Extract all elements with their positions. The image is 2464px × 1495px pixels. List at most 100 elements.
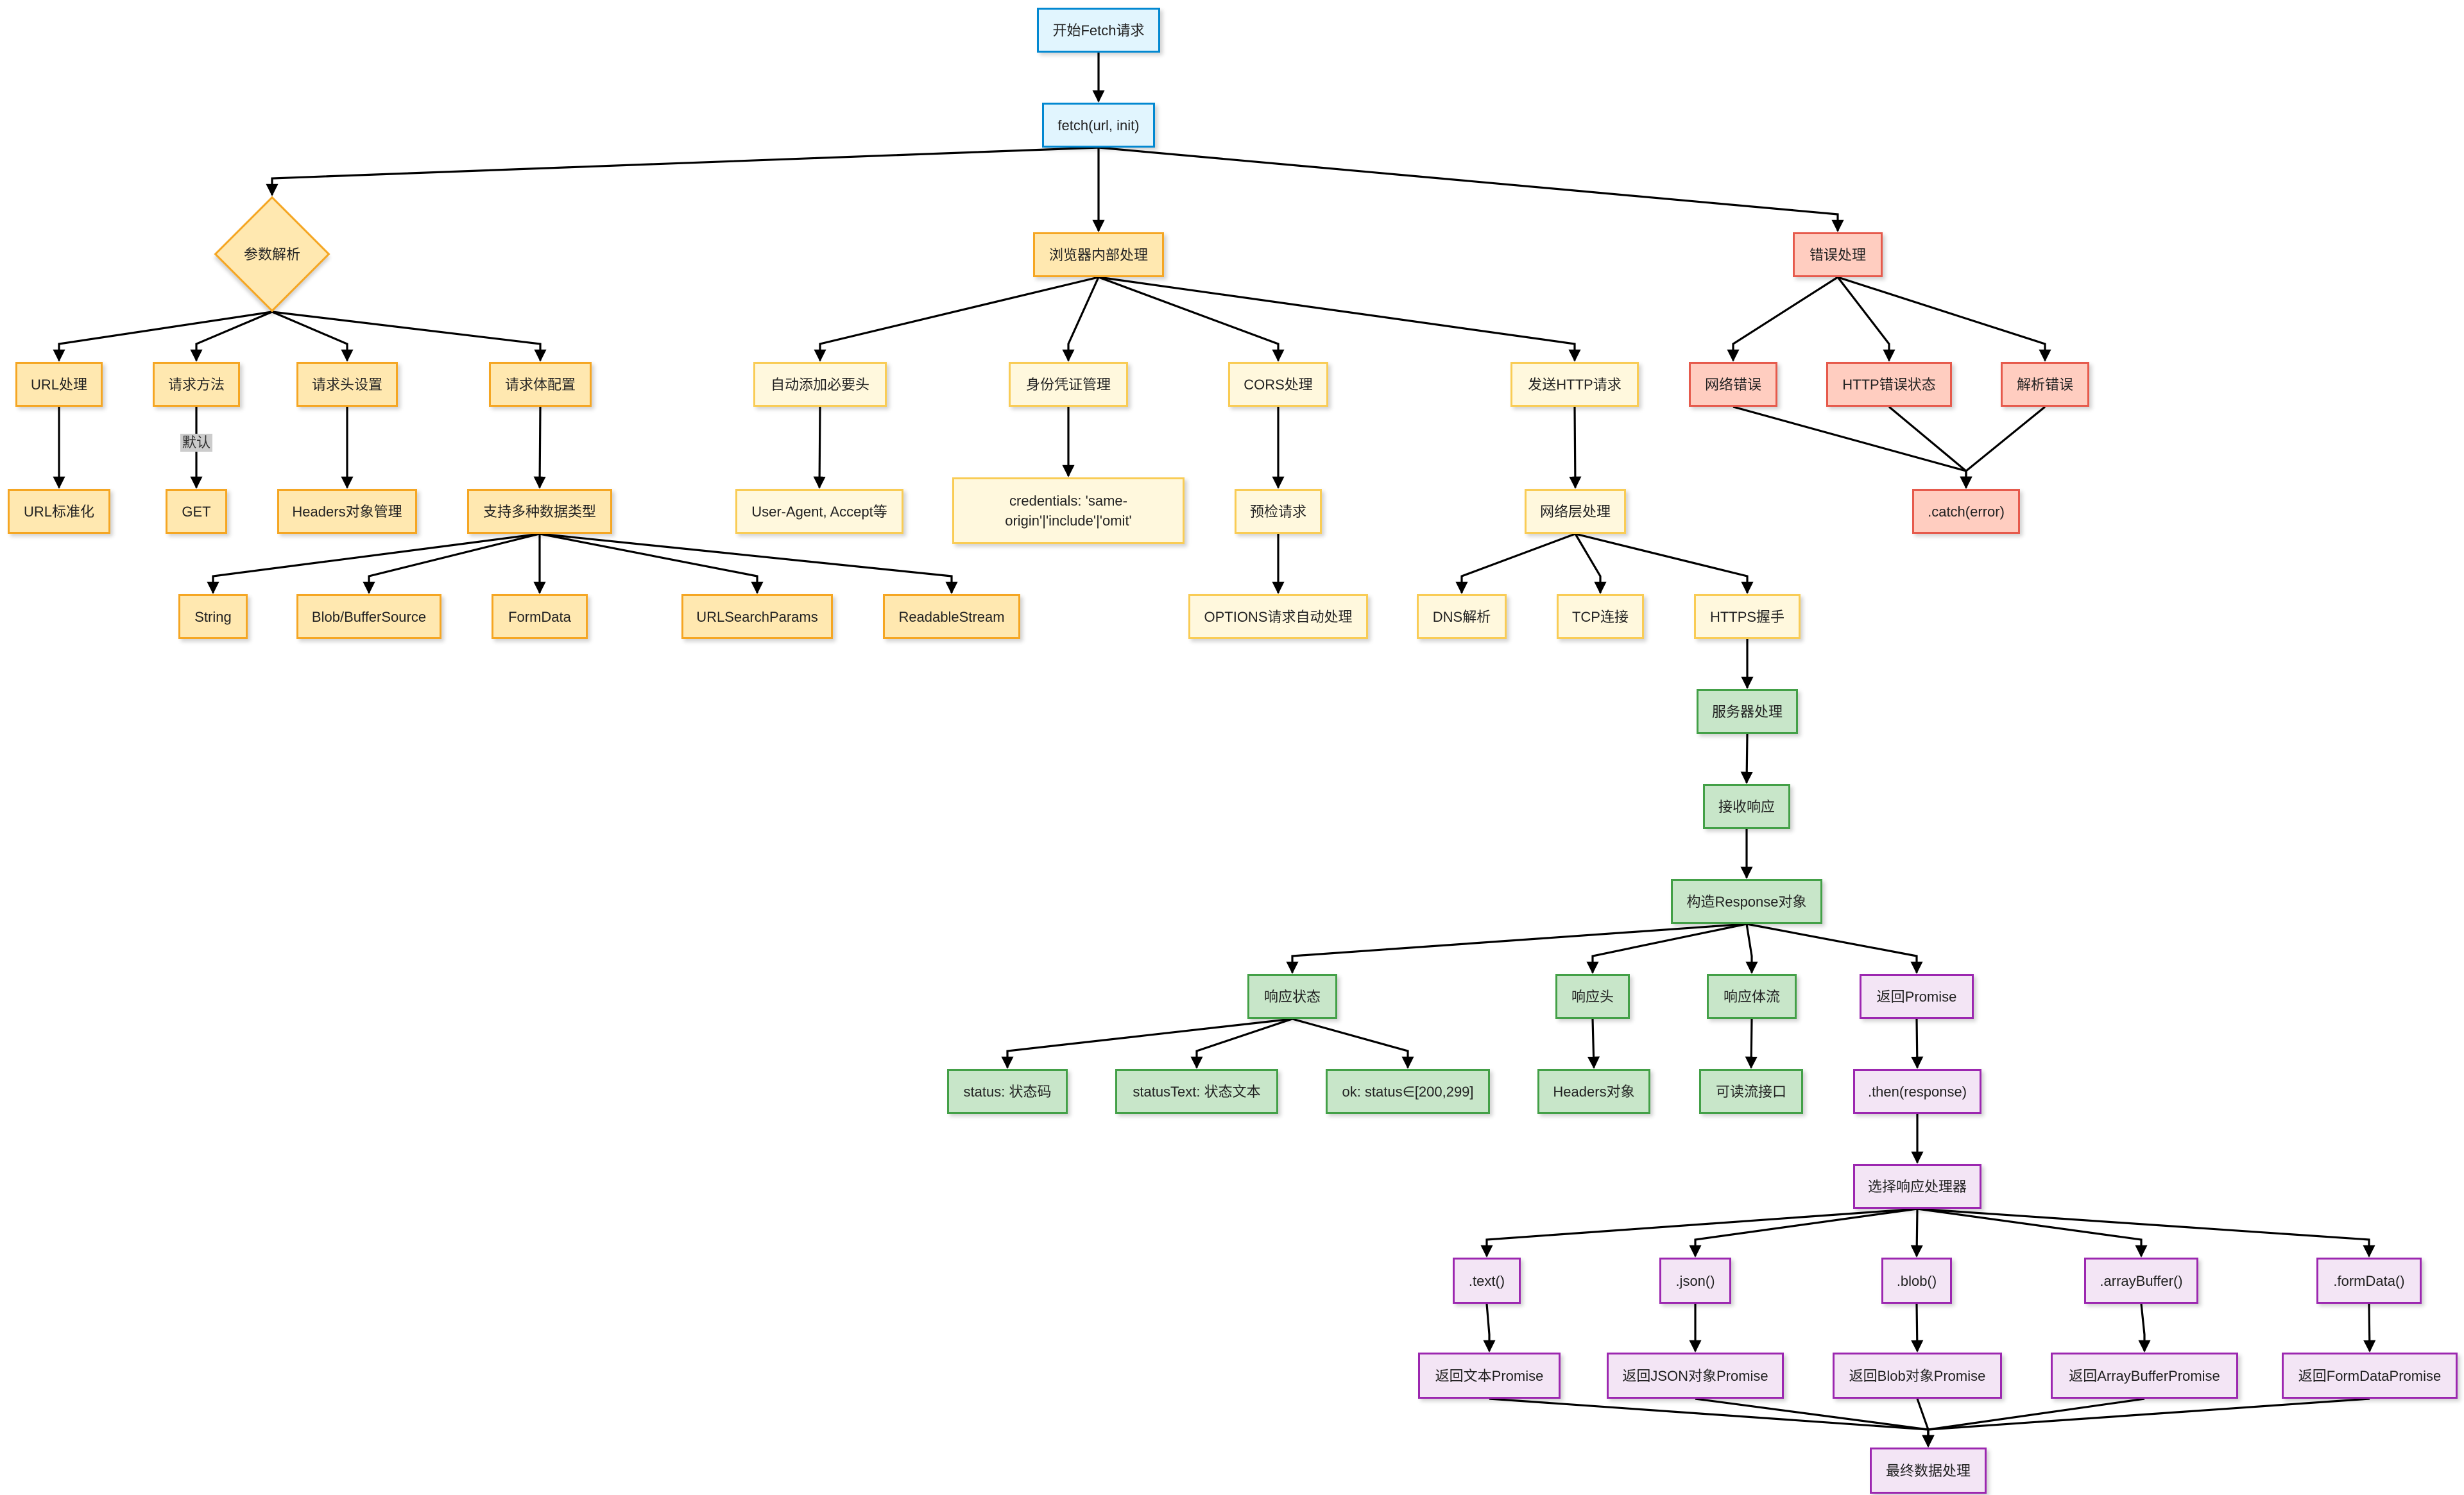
edge-construct_response-to-resp_body	[1745, 923, 1758, 974]
edge-browser_internal-to-credentials_mgmt	[1062, 277, 1100, 362]
node-receive: 接收响应	[1703, 784, 1790, 829]
node-param-parse: 参数解析	[214, 196, 330, 312]
node-ret-arraybuffer: 返回ArrayBufferPromise	[2051, 1353, 2238, 1399]
node-then: .then(response)	[1853, 1069, 1981, 1114]
node-credentials-mgmt: 身份凭证管理	[1009, 362, 1128, 407]
node-construct-response: 构造Response对象	[1671, 879, 1822, 924]
edge-arraybuffer-to-ret_arraybuffer	[2138, 1303, 2151, 1353]
edge-error_handle-to-parse_error	[1837, 276, 2051, 362]
edge-resp_headers-to-headers_object	[1587, 1018, 1600, 1069]
edge-construct_response-to-return_promise	[1746, 923, 1923, 974]
node-options-auto: OPTIONS请求自动处理	[1188, 594, 1368, 639]
node-data-types: 支持多种数据类型	[467, 489, 612, 534]
node-choose-handler: 选择响应处理器	[1853, 1164, 1981, 1209]
edge-data_types-to-urlsearchparams	[539, 533, 764, 594]
node-error-handle: 错误处理	[1793, 232, 1883, 277]
edge-param_parse-to-body_config	[271, 311, 547, 362]
node-formdata-method: .formData()	[2316, 1258, 2422, 1304]
edge-construct_response-to-resp_headers	[1586, 923, 1747, 974]
node-status-text: statusText: 状态文本	[1115, 1069, 1278, 1114]
node-formdata: FormData	[492, 594, 588, 639]
node-credentials-opts: credentials: 'same-origin'|'include'|'om…	[952, 477, 1185, 544]
edge-network_layer-to-tcp	[1574, 533, 1607, 594]
node-ret-blob: 返回Blob对象Promise	[1833, 1353, 2002, 1399]
edge-browser_internal-to-auto_headers	[814, 276, 1099, 362]
node-url-normalize: URL标准化	[8, 489, 110, 534]
node-http-error: HTTP错误状态	[1826, 362, 1952, 407]
edge-param_parse-to-method	[190, 311, 273, 362]
edge-http_error-to-catch	[1888, 406, 1972, 489]
edge-resp_status-to-ok	[1292, 1018, 1414, 1069]
node-text: .text()	[1453, 1258, 1521, 1304]
node-ok: ok: status∈[200,299]	[1326, 1069, 1490, 1114]
node-string: String	[178, 594, 248, 639]
node-readablestream: ReadableStream	[883, 594, 1020, 639]
edge-data_types-to-string	[207, 533, 540, 594]
edge-fetch-to-error_handle	[1098, 146, 1844, 232]
edge-text-to-ret_text	[1483, 1303, 1496, 1353]
node-json: .json()	[1659, 1258, 1731, 1304]
edge-network_layer-to-https	[1575, 533, 1754, 594]
node-preflight: 预检请求	[1235, 489, 1322, 534]
edge-choose_handler-to-formdata_m	[1917, 1208, 2375, 1258]
edge-resp_status-to-status_text	[1190, 1018, 1293, 1069]
node-final: 最终数据处理	[1870, 1448, 1987, 1494]
edge-data_types-to-readablestream	[539, 533, 958, 594]
node-get: GET	[166, 489, 227, 534]
node-catch: .catch(error)	[1912, 489, 2020, 534]
node-resp-headers: 响应头	[1555, 974, 1630, 1019]
edge-error_handle-to-network_error	[1727, 276, 1838, 362]
edge-parse_error-to-catch	[1960, 406, 2046, 489]
node-user-agent: User-Agent, Accept等	[735, 489, 903, 534]
node-fetch: fetch(url, init)	[1042, 103, 1155, 148]
node-start: 开始Fetch请求	[1037, 8, 1160, 53]
node-url-handle: URL处理	[15, 362, 103, 407]
edge-resp_body-to-readable_iface	[1745, 1018, 1758, 1069]
edge-network_layer-to-dns	[1455, 533, 1576, 594]
edge-ret_text-to-final	[1489, 1397, 1935, 1448]
edge-resp_status-to-status_code	[1001, 1018, 1293, 1069]
node-return-promise: 返回Promise	[1860, 974, 1974, 1019]
edge-formdata_m-to-ret_formdata	[2363, 1303, 2376, 1353]
node-dns: DNS解析	[1417, 594, 1507, 639]
node-browser-internal: 浏览器内部处理	[1033, 232, 1164, 277]
edge-data_types-to-blob_buffer	[363, 533, 540, 594]
edge-param_parse-to-url_handle	[53, 311, 273, 362]
node-blob: .blob()	[1881, 1258, 1952, 1304]
node-ret-json: 返回JSON对象Promise	[1607, 1353, 1784, 1399]
node-resp-body: 响应体流	[1707, 974, 1797, 1019]
node-parse-error: 解析错误	[2001, 362, 2089, 407]
node-send-http: 发送HTTP请求	[1510, 362, 1639, 407]
edge-fetch-to-param_parse	[266, 146, 1099, 196]
edge-ret_formdata-to-final	[1922, 1397, 2370, 1448]
edge-choose_handler-to-json	[1689, 1208, 1918, 1258]
node-ret-text: 返回文本Promise	[1418, 1353, 1561, 1399]
edge-label-default: 默认	[180, 434, 213, 452]
node-method: 请求方法	[153, 362, 240, 407]
edge-browser_internal-to-cors	[1098, 276, 1285, 362]
edge-ret_blob-to-final	[1916, 1398, 1935, 1448]
node-cors: CORS处理	[1228, 362, 1328, 407]
node-resp-status: 响应状态	[1247, 974, 1337, 1019]
edge-choose_handler-to-text	[1480, 1208, 1918, 1258]
node-urlsearchparams: URLSearchParams	[681, 594, 833, 639]
edge-network_error-to-catch	[1733, 406, 1972, 489]
edge-auto_headers-to-user_agent	[813, 406, 826, 489]
node-arraybuffer: .arrayBuffer()	[2084, 1258, 2198, 1304]
edge-construct_response-to-resp_status	[1286, 923, 1747, 974]
edge-browser_internal-to-send_http	[1098, 276, 1581, 362]
node-status-code: status: 状态码	[947, 1069, 1068, 1114]
node-network-error: 网络错误	[1689, 362, 1777, 407]
edge-ret_json-to-final	[1695, 1397, 1935, 1448]
edge-choose_handler-to-arraybuffer	[1917, 1208, 2148, 1258]
node-network-layer: 网络层处理	[1525, 489, 1626, 534]
node-auto-headers: 自动添加必要头	[753, 362, 887, 407]
node-headers-setup: 请求头设置	[296, 362, 398, 407]
edge-param_parse-to-headers_setup	[271, 311, 354, 362]
node-ret-formdata: 返回FormDataPromise	[2282, 1353, 2458, 1399]
node-headers-obj: Headers对象管理	[277, 489, 417, 534]
node-https: HTTPS握手	[1694, 594, 1801, 639]
node-readable-iface: 可读流接口	[1699, 1069, 1803, 1114]
node-body-config: 请求体配置	[489, 362, 592, 407]
